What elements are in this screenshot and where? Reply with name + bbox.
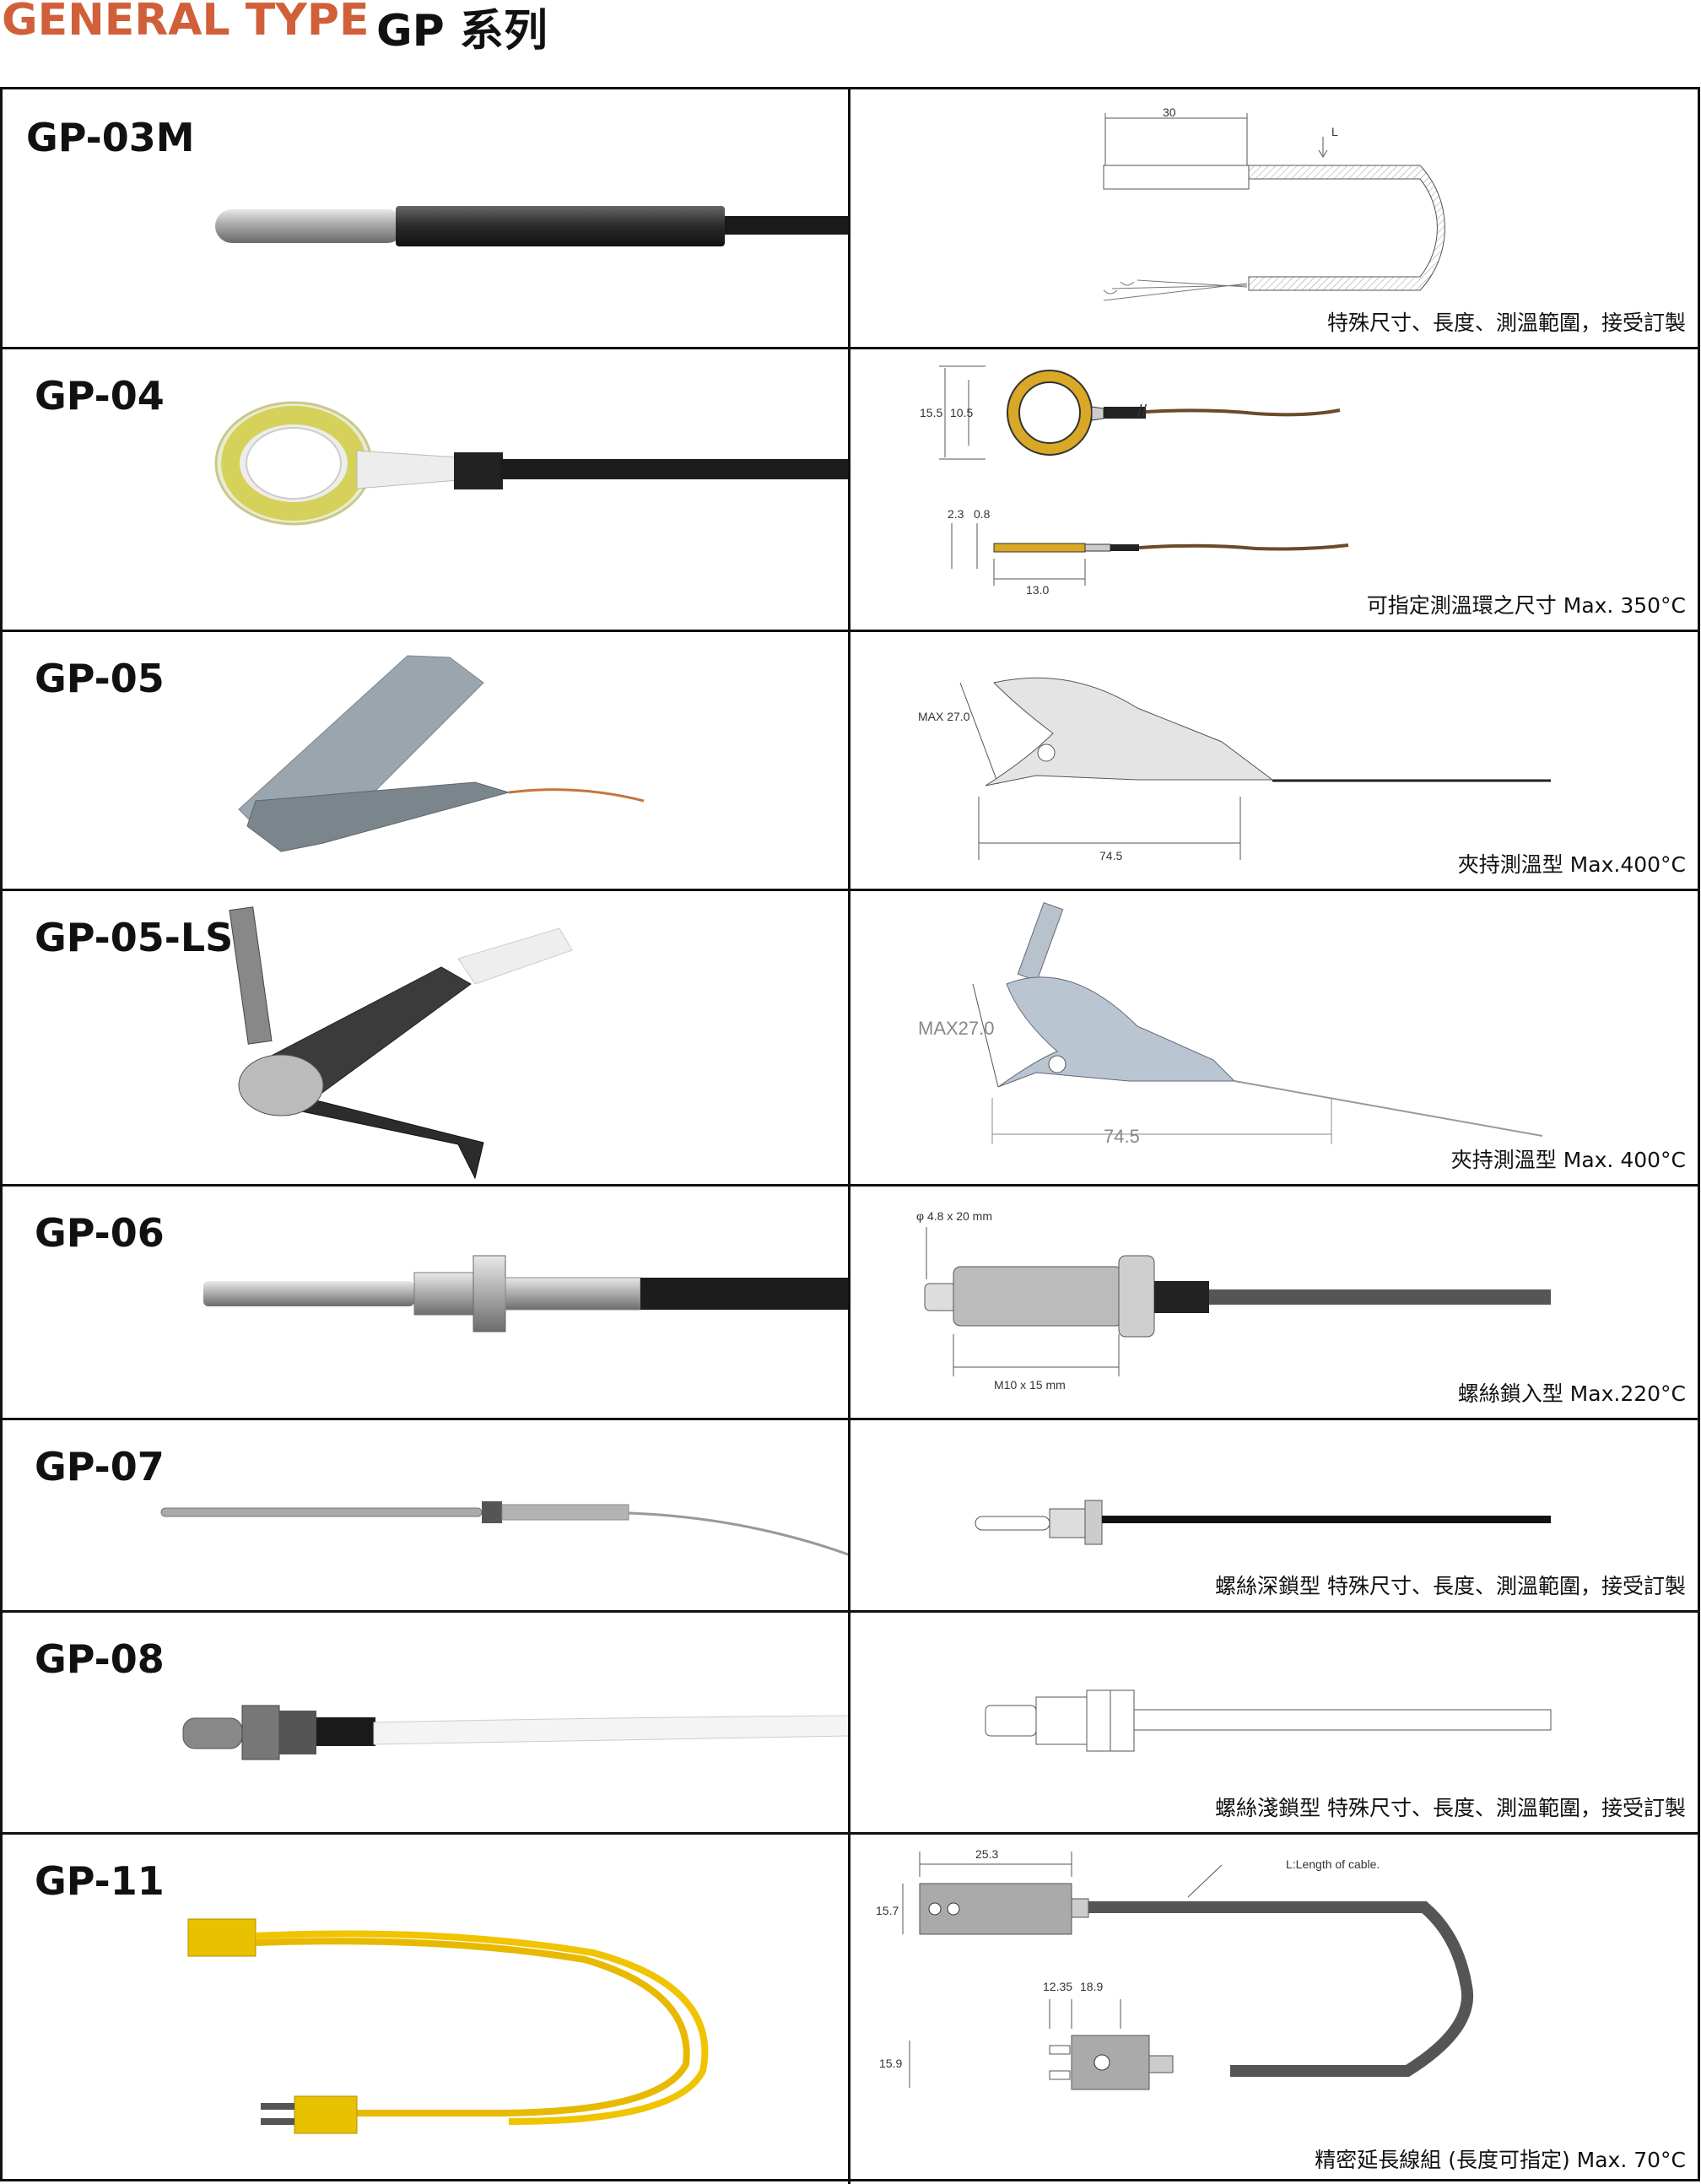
dim-30: 30: [1163, 105, 1176, 119]
probe-photo: [182, 1705, 848, 1760]
dim-25-3: 25.3: [975, 1847, 998, 1861]
dim-10-5: 10.5: [950, 406, 973, 419]
model-name: GP-05: [35, 656, 165, 701]
spec-caption: 螺絲淺鎖型 特殊尺寸、長度、測溫範圍，接受訂製: [1215, 1796, 1686, 1820]
product-table: GP-03M: [0, 87, 1700, 2184]
dim-L: L: [1331, 125, 1338, 138]
product-row-gp-07: GP-07 螺絲深鎖型 特殊尺寸、長度、測溫範圍，接受訂製: [3, 1420, 1698, 1613]
drawing-cell: 螺絲深鎖型 特殊尺寸、長度、測溫範圍，接受訂製: [850, 1420, 1698, 1610]
probe-photo: [203, 1255, 848, 1333]
dim-phi: φ 4.8 x 20 mm: [916, 1209, 992, 1223]
svg-text://: //: [1137, 403, 1148, 421]
product-row-gp-06: GP-06 φ 4.8 x 20 mm: [3, 1187, 1698, 1420]
dim-max-27: MAX 27.0: [918, 710, 970, 723]
drawing-cell: 25.3 L:Length of cable. 15.7 12.35 18.9: [850, 1835, 1698, 2184]
product-row-gp-08: GP-08 螺絲淺鎖型 特殊尺寸、長度、測溫範圍，接受訂製: [3, 1613, 1698, 1835]
spec-caption: 可指定測溫環之尺寸 Max. 350°C: [1366, 593, 1686, 618]
photo-cell: GP-08: [3, 1613, 850, 1832]
dimension-drawing: [975, 1500, 1551, 1545]
product-row-gp-11: GP-11 25.3 L:Lengt: [3, 1835, 1698, 2184]
photo-cell: GP-05: [3, 632, 850, 889]
drawing-cell: 30 L 特殊尺寸、長度、測溫範圍，接受訂製: [850, 89, 1698, 347]
photo-cell: GP-06: [3, 1187, 850, 1418]
product-row-gp-03m: GP-03M: [3, 89, 1698, 349]
dim-15-5: 15.5: [920, 406, 942, 419]
model-name: GP-07: [35, 1444, 165, 1489]
dimension-drawing: MAX27.0 74.5: [918, 901, 1543, 1147]
dim-13-0: 13.0: [1026, 583, 1049, 597]
model-name: GP-04: [35, 373, 165, 419]
dim-0-8: 0.8: [974, 507, 991, 521]
photo-cell: GP-05-LS: [3, 891, 850, 1184]
probe-photo: [215, 206, 848, 246]
product-row-gp-05-ls: GP-05-LS MAX27.0 74.5 夾: [3, 891, 1698, 1187]
header-title-zh: GP 系列: [376, 6, 548, 57]
dim-15-9: 15.9: [879, 2057, 902, 2070]
probe-photo: [214, 401, 848, 526]
dim-2-3: 2.3: [948, 507, 964, 521]
photo-cell: GP-07: [3, 1420, 850, 1610]
probe-photo: [160, 1501, 848, 1556]
page-header: GENERAL TYPE GP 系列: [0, 0, 1701, 84]
drawing-cell: MAX27.0 74.5 夾持測溫型 Max. 400°C: [850, 891, 1698, 1184]
drawing-cell: MAX 27.0 74.5 夾持測溫型 Max.400°C: [850, 632, 1698, 889]
dimension-drawing: 25.3 L:Length of cable. 15.7 12.35 18.9: [876, 1847, 1474, 2090]
dimension-drawing: 30 L: [1103, 105, 1445, 301]
probe-photo: [229, 906, 573, 1180]
spec-caption: 螺絲深鎖型 特殊尺寸、長度、測溫範圍，接受訂製: [1215, 1574, 1686, 1598]
dimension-drawing: [985, 1689, 1552, 1752]
dim-15-7: 15.7: [876, 1904, 899, 1917]
dimension-drawing: 15.5 10.5 // 2.3 0.8 13.0: [920, 365, 1349, 597]
dim-max27: MAX27.0: [918, 1018, 995, 1039]
dim-cable: L:Length of cable.: [1286, 1857, 1380, 1871]
model-name: GP-11: [35, 1858, 165, 1904]
model-name: GP-05-LS: [35, 915, 234, 960]
spec-caption: 夾持測溫型 Max. 400°C: [1450, 1148, 1686, 1172]
spec-caption: 螺絲鎖入型 Max.220°C: [1457, 1381, 1686, 1406]
product-row-gp-05: GP-05 MAX 27.0 74.5 夾持測溫型 Max.400°C: [3, 632, 1698, 891]
dim-74-5: 74.5: [1099, 849, 1122, 862]
drawing-cell: 螺絲淺鎖型 特殊尺寸、長度、測溫範圍，接受訂製: [850, 1613, 1698, 1832]
probe-photo: [238, 655, 645, 852]
photo-cell: GP-03M: [3, 89, 850, 347]
spec-caption: 特殊尺寸、長度、測溫範圍，接受訂製: [1326, 311, 1686, 335]
dim-m10: M10 x 15 mm: [994, 1378, 1066, 1392]
dim-12-35: 12.35: [1043, 1980, 1072, 1993]
drawing-cell: 15.5 10.5 // 2.3 0.8 13.0: [850, 349, 1698, 630]
dim-18-9: 18.9: [1080, 1980, 1103, 1993]
product-row-gp-04: GP-04 15.5 10.5: [3, 349, 1698, 632]
photo-cell: GP-04: [3, 349, 850, 630]
dimension-drawing: MAX 27.0 74.5: [918, 677, 1551, 862]
dimension-drawing: φ 4.8 x 20 mm M10 x 15 mm: [916, 1209, 1551, 1392]
drawing-cell: φ 4.8 x 20 mm M10 x 15 mm 螺絲鎖入型 Max.220°…: [850, 1187, 1698, 1418]
spec-caption: 夾持測溫型 Max.400°C: [1457, 852, 1686, 877]
photo-cell: GP-11: [3, 1835, 850, 2184]
model-name: GP-08: [35, 1636, 165, 1682]
model-name: GP-06: [35, 1210, 165, 1256]
probe-photo: [187, 1918, 709, 2134]
dim-74-5: 74.5: [1104, 1126, 1140, 1147]
spec-caption: 精密延長線組 (長度可指定) Max. 70°C: [1315, 2148, 1686, 2172]
header-title-en: GENERAL TYPE: [2, 0, 370, 46]
model-name: GP-03M: [26, 115, 195, 160]
